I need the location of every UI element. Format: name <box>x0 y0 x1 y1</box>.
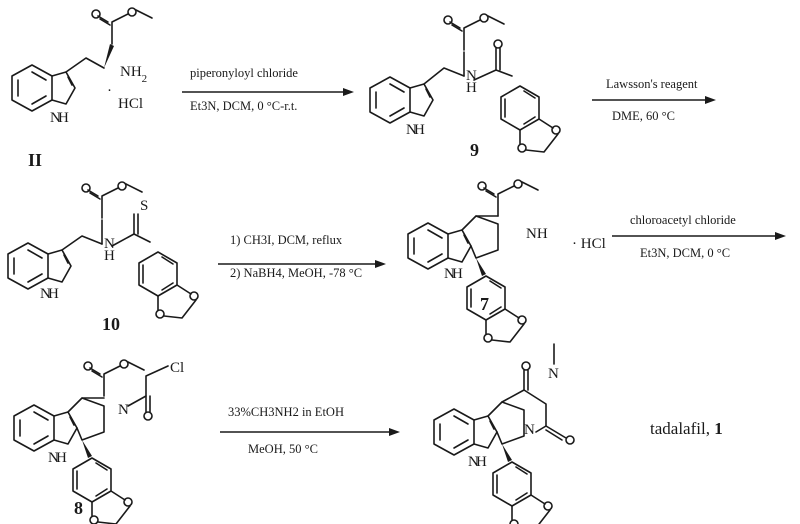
hcl-label: HCl <box>118 96 143 112</box>
svg-text:N: N <box>118 402 129 418</box>
compound-7: NH N H · HCl 7 <box>408 179 606 343</box>
compound-10: S H N N H 10 <box>7 181 199 334</box>
svg-text:N: N <box>466 68 477 84</box>
svg-text:H: H <box>56 450 67 466</box>
svg-text:H: H <box>414 122 425 138</box>
svg-text:N: N <box>468 454 479 470</box>
chloro-label: Cl <box>170 360 184 376</box>
amine-label: NH <box>120 64 142 80</box>
compound-id-7: 7 <box>480 294 489 314</box>
arrow-3-conditions: 2) NaBH4, MeOH, -78 °C <box>230 266 362 280</box>
svg-text:H: H <box>48 286 59 302</box>
compound-id-8: 8 <box>74 498 83 518</box>
svg-text:H: H <box>476 454 487 470</box>
arrow-5-conditions: MeOH, 50 °C <box>248 442 318 456</box>
arrow-1-conditions: Et3N, DCM, 0 °C-r.t. <box>190 99 297 113</box>
thione-s-label: S <box>140 198 148 214</box>
arrow-4-conditions: Et3N, DCM, 0 °C <box>640 246 730 260</box>
svg-text:N: N <box>444 266 455 282</box>
svg-text:N: N <box>50 110 61 126</box>
compound-8: N Cl N H 8 <box>14 359 184 524</box>
compound-II: H N NH2 · HCl II <box>11 7 153 170</box>
arrow-3-reagent: 1) CH3I, DCM, reflux <box>230 233 343 247</box>
svg-text:H: H <box>452 266 463 282</box>
salt-dot: · <box>107 83 112 99</box>
svg-text:NH2: NH2 <box>120 64 147 85</box>
compound-id-II: II <box>28 150 42 170</box>
svg-text:tadalafil, 1: tadalafil, 1 <box>650 419 723 438</box>
svg-text:N: N <box>104 236 115 252</box>
arrow-2-conditions: DME, 60 °C <box>612 109 675 123</box>
arrow-step-5: 33%CH3NH2 in EtOH MeOH, 50 °C <box>220 405 400 456</box>
compound-9: H N N H 9 <box>369 13 561 160</box>
svg-text:N: N <box>406 122 417 138</box>
compound-tadalafil: N N N H tadalafil, 1 <box>434 343 723 524</box>
svg-text:N: N <box>40 286 51 302</box>
svg-text:N: N <box>48 450 59 466</box>
ring-nh-label: NH <box>526 226 548 242</box>
compound-id-10: 10 <box>102 314 120 334</box>
amide-nh-label: H <box>466 80 477 96</box>
arrow-step-2: Lawsson's reagent DME, 60 °C <box>592 77 716 123</box>
compound-id-1: 1 <box>714 419 723 438</box>
arrow-step-3: 1) CH3I, DCM, reflux 2) NaBH4, MeOH, -78… <box>218 233 386 280</box>
compound-id-9: 9 <box>470 140 479 160</box>
svg-text:H: H <box>104 248 115 264</box>
indole-nh-label: H <box>58 110 69 126</box>
arrow-4-reagent: chloroacetyl chloride <box>630 213 736 227</box>
arrow-step-4: chloroacetyl chloride Et3N, DCM, 0 °C <box>612 213 786 260</box>
arrow-step-1: piperonyloyl chloride Et3N, DCM, 0 °C-r.… <box>182 66 354 113</box>
methyl-n-label: N <box>548 366 559 382</box>
arrow-1-reagent: piperonyloyl chloride <box>190 66 298 80</box>
arrow-5-reagent: 33%CH3NH2 in EtOH <box>228 405 344 419</box>
svg-text:N: N <box>524 422 535 438</box>
arrow-2-reagent: Lawsson's reagent <box>606 77 698 91</box>
product-name: tadalafil, <box>650 419 710 438</box>
hcl-salt-label: · HCl <box>572 236 606 252</box>
